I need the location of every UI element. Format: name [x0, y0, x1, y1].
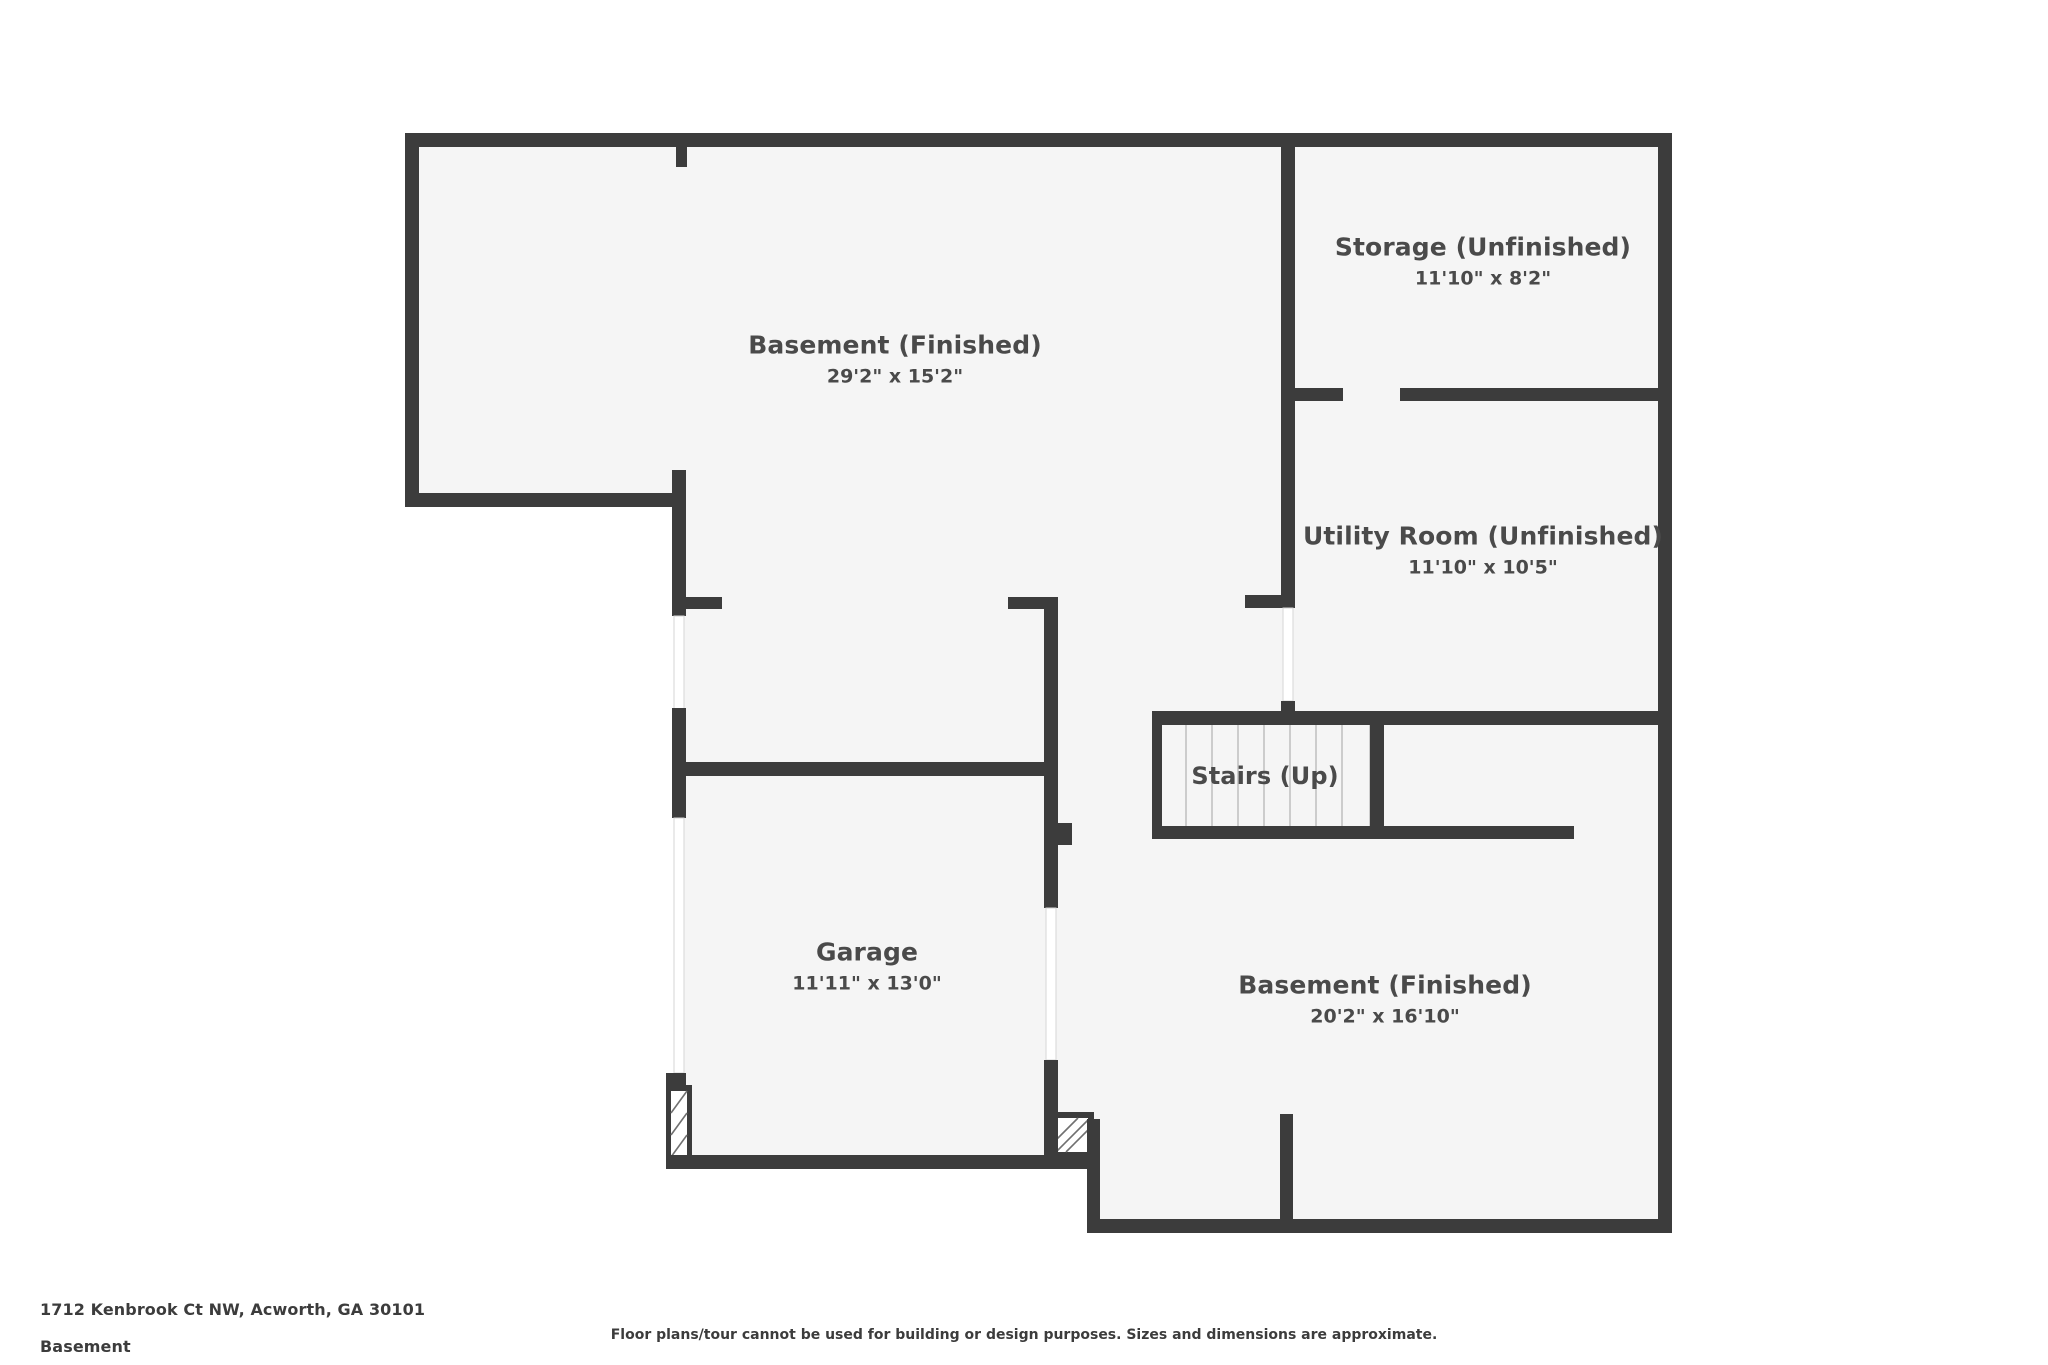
walls-group: [405, 133, 1672, 1233]
wall-exterior-left-upper: [405, 133, 419, 507]
floor-basement-lower: [1058, 718, 1665, 1233]
wall-garage-left-seg-1: [672, 600, 686, 616]
wall-garage-right-upper: [1044, 597, 1058, 774]
room-name: Garage: [815, 937, 919, 967]
room-dimensions: 11'10" x 8'2": [1414, 267, 1552, 289]
wall-stub-top: [676, 147, 687, 167]
room-dimensions: 29'2" x 15'2": [826, 365, 964, 387]
window-utility-door: [1282, 607, 1294, 702]
wall-stub-garage-right-nub: [1058, 823, 1072, 845]
room-name: Stairs (Up): [1191, 762, 1339, 791]
window-garage-left-lower: [673, 817, 685, 1074]
floor-garage: [676, 718, 1058, 1161]
wall-lower-basement-left: [1087, 1119, 1100, 1232]
floor-fill-group: [405, 140, 1665, 1233]
room-label-basement-lower[interactable]: Basement (Finished) 20'2" x 16'10": [1238, 970, 1532, 1029]
window-garage-left-upper: [673, 615, 685, 723]
wall-garage-bottom: [666, 1155, 1098, 1169]
wall-garage-right-lower: [1044, 1060, 1058, 1160]
room-dimensions: 11'10" x 10'5": [1408, 556, 1558, 578]
property-address: 1712 Kenbrook Ct NW, Acworth, GA 30101: [40, 1300, 426, 1319]
room-name: Basement (Finished): [1238, 970, 1532, 1000]
room-label-basement-upper[interactable]: Basement (Finished) 29'2" x 15'2": [748, 330, 1042, 389]
floor-storage: [1288, 140, 1665, 393]
wall-stub-jog: [686, 597, 722, 609]
wall-exterior-top-left: [405, 133, 1295, 147]
room-dimensions: 20'2" x 16'10": [1310, 1005, 1460, 1027]
wall-jog-vertical: [672, 470, 686, 600]
room-name: Storage (Unfinished): [1334, 232, 1632, 262]
room-label-garage[interactable]: Garage 11'11" x 13'0": [792, 937, 942, 996]
floor-utility: [1288, 393, 1665, 718]
wall-lower-basement-bottom: [1087, 1219, 1672, 1233]
wall-stairs-right-partition: [1370, 718, 1384, 836]
wall-exterior-right: [1658, 133, 1672, 1233]
wall-exterior-top-right: [1281, 133, 1672, 147]
wall-stairs-left: [1152, 711, 1162, 836]
wall-storage-utility-divider: [1400, 388, 1672, 401]
wall-stairs-top: [1152, 711, 1672, 725]
room-label-storage[interactable]: Storage (Unfinished) 11'10" x 8'2": [1334, 232, 1632, 291]
floor-level-label: Basement: [40, 1337, 131, 1356]
wall-stub-utility-door-left: [1245, 595, 1295, 608]
wall-garage-right-mid: [1044, 776, 1058, 908]
disclaimer-text: Floor plans/tour cannot be used for buil…: [610, 1327, 1438, 1343]
room-dimensions: 11'11" x 13'0": [792, 972, 942, 994]
wall-center-vertical-upper: [1281, 133, 1295, 395]
garage-door-hatch-left: [666, 1085, 692, 1163]
wall-stairs-bottom: [1152, 826, 1386, 839]
wall-stairs-bottom-extension: [1384, 826, 1574, 839]
room-label-stairs[interactable]: Stairs (Up): [1191, 763, 1338, 791]
room-label-utility-room[interactable]: Utility Room (Unfinished) 11'10" x 10'5": [1302, 521, 1664, 580]
wall-jog-bottom: [405, 493, 683, 507]
room-name: Basement (Finished): [748, 330, 1042, 360]
wall-lower-basement-partition: [1280, 1114, 1293, 1222]
window-garage-right: [1045, 907, 1057, 1061]
room-name: Utility Room (Unfinished): [1302, 521, 1664, 551]
wall-stub-garage-right-top: [1008, 597, 1058, 609]
floor-basement-upper: [405, 140, 1288, 718]
wall-garage-top: [672, 762, 1058, 776]
wall-stub-storage-bottom-left: [1295, 388, 1343, 401]
wall-center-vertical-lower: [1281, 395, 1295, 595]
